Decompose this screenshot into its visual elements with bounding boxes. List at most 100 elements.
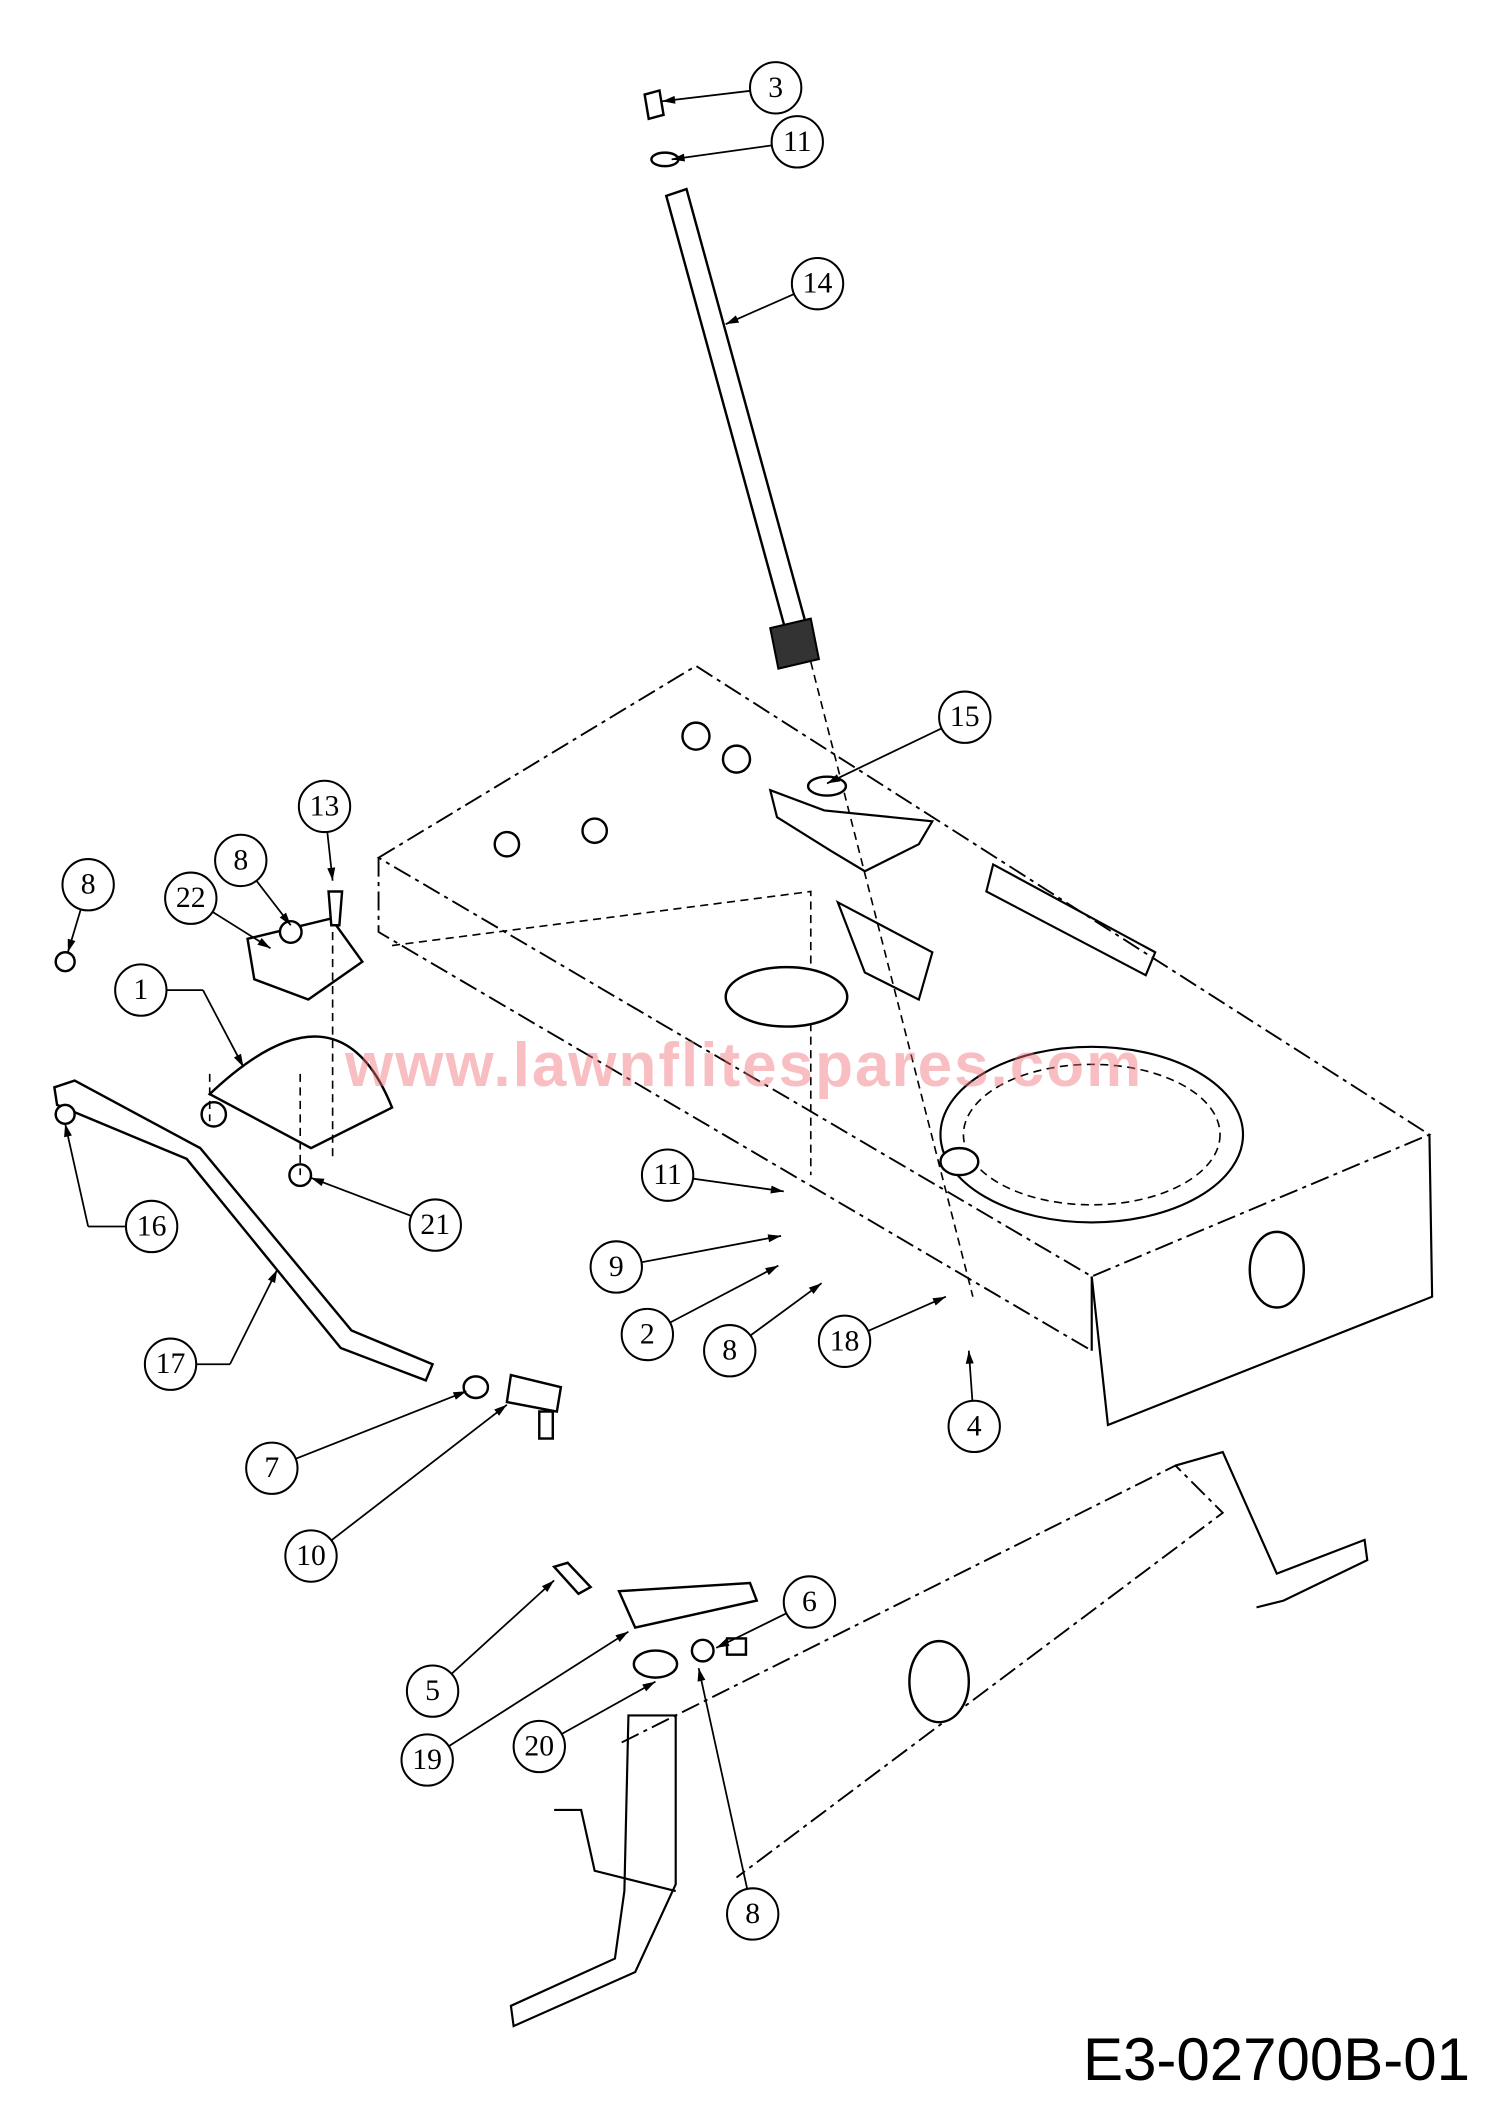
callout-circle (782, 1575, 837, 1629)
leader-line (310, 1404, 508, 1557)
arrowhead-icon (642, 1681, 656, 1692)
callout-circle (400, 1733, 454, 1787)
callout-9: 9 (589, 1234, 782, 1294)
callout-label: 11 (783, 126, 812, 158)
callout-circle (726, 1887, 780, 1941)
leader-line (426, 1630, 629, 1761)
callout-circle (703, 1324, 757, 1378)
arrowhead-icon (770, 1185, 784, 1194)
arrowhead-icon (452, 1391, 467, 1400)
callout-4: 4 (947, 1350, 1001, 1454)
callout-10: 10 (284, 1404, 508, 1583)
callout-circle (947, 1399, 1001, 1454)
arrowhead-icon (257, 937, 271, 949)
callout-8-left: 8 (61, 858, 115, 953)
callout-label: 6 (802, 1586, 817, 1618)
callout-label: 17 (156, 1348, 186, 1380)
callout-circle (408, 1198, 462, 1252)
arrowhead-icon (662, 95, 676, 104)
callout-circle (620, 1307, 675, 1362)
callout-14: 14 (725, 256, 845, 325)
callout-label: 9 (609, 1251, 624, 1283)
leader-line (202, 989, 245, 1068)
callout-20: 20 (512, 1680, 656, 1774)
arrowhead-icon (494, 1404, 507, 1416)
callout-label: 8 (233, 844, 248, 876)
leader-line (616, 1235, 782, 1268)
callout-circle (938, 690, 992, 744)
callout-label: 8 (81, 869, 96, 901)
callout-circle (790, 256, 845, 311)
callout-circle (512, 1719, 566, 1774)
callout-21: 21 (310, 1177, 462, 1252)
callout-17: 17 (143, 1269, 279, 1391)
callout-22: 22 (164, 871, 271, 949)
arrowhead-icon (932, 1296, 946, 1306)
arrowhead-icon (767, 1234, 782, 1243)
callout-label: 18 (830, 1325, 860, 1357)
callout-label: 5 (425, 1675, 440, 1707)
arrowhead-icon (765, 1265, 779, 1276)
leader-line (697, 1667, 754, 1915)
callout-label: 3 (768, 72, 783, 104)
callout-label: 19 (412, 1744, 442, 1776)
callout-label: 20 (524, 1730, 554, 1762)
arrowhead-icon (826, 774, 841, 784)
callout-1: 1 (114, 963, 245, 1068)
leader-line (271, 1390, 467, 1470)
drag-link (53, 951, 563, 1440)
callout-circle (284, 1529, 338, 1583)
watermark: www.lawnflitespares.com (345, 1031, 1144, 1100)
callout-label: 8 (722, 1335, 737, 1367)
callout-label: 13 (310, 790, 340, 822)
callout-label: 22 (176, 882, 206, 914)
arrowhead-icon (327, 867, 336, 881)
arrowhead-icon (697, 1668, 706, 1682)
callout-circle (297, 779, 352, 834)
callout-6: 6 (715, 1575, 837, 1649)
leader-line (431, 1579, 555, 1692)
callout-18: 18 (817, 1295, 947, 1368)
callout-label: 11 (653, 1159, 682, 1191)
callout-label: 1 (133, 974, 148, 1006)
callout-8-mid: 8 (703, 1282, 823, 1378)
callout-label: 7 (264, 1452, 279, 1484)
arrowhead-icon (233, 1053, 244, 1068)
callout-7: 7 (245, 1390, 467, 1495)
arrowhead-icon (716, 1638, 730, 1648)
callout-label: 16 (137, 1210, 167, 1242)
chassis-frame (376, 664, 1434, 1427)
arrowhead-icon (311, 1177, 325, 1187)
arrowhead-icon (541, 1580, 555, 1592)
callout-label: 8 (745, 1898, 760, 1930)
arrowhead-icon (725, 315, 740, 325)
arrowhead-icon (965, 1350, 974, 1364)
callout-circle (405, 1664, 460, 1718)
callout-circle (61, 858, 115, 912)
callout-label: 2 (640, 1319, 655, 1351)
callout-circle (748, 61, 803, 115)
callout-circle (214, 833, 268, 888)
callout-circle (817, 1314, 872, 1368)
callout-circle (114, 963, 168, 1017)
arrowhead-icon (67, 938, 76, 953)
callout-19: 19 (400, 1630, 629, 1787)
callout-circle (245, 1441, 299, 1495)
callout-circle (640, 1148, 695, 1202)
callout-5: 5 (405, 1579, 555, 1718)
callout-label: 14 (803, 268, 833, 300)
front-axle (509, 1450, 1369, 2028)
arrowhead-icon (615, 1631, 629, 1642)
arrowhead-icon (267, 1269, 278, 1284)
callout-16: 16 (64, 1123, 179, 1254)
leader-line (64, 1123, 89, 1227)
leader-line (229, 1269, 279, 1365)
callout-circle (164, 871, 218, 925)
diagram-code: E3-02700B-01 (1083, 2026, 1470, 2093)
callout-circle (770, 115, 824, 169)
callout-label: 10 (296, 1540, 326, 1572)
callout-13: 13 (297, 779, 352, 881)
